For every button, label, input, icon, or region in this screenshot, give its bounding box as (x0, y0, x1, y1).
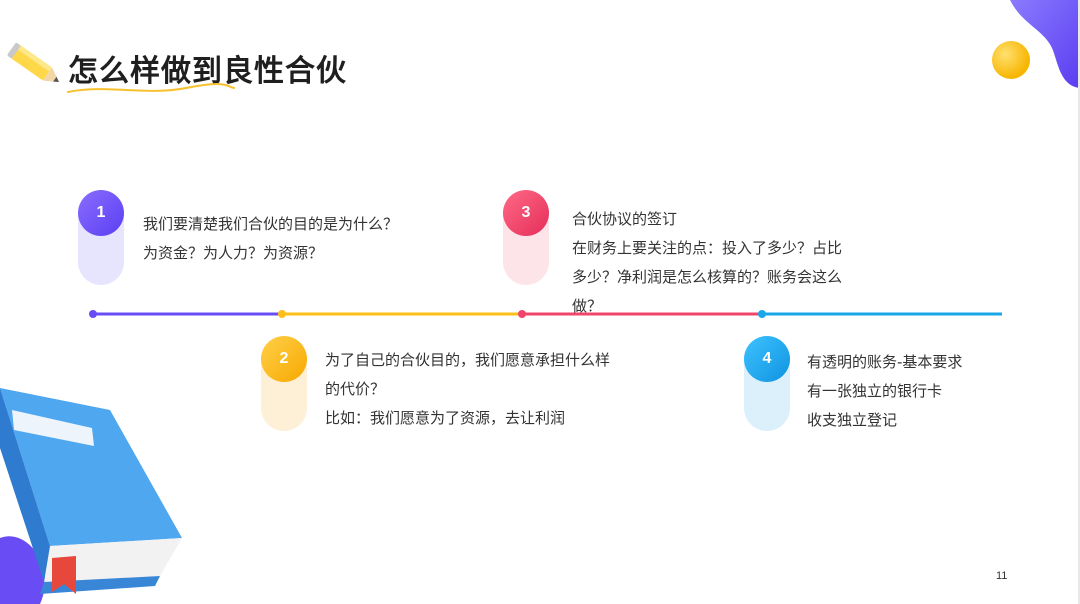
step-2-text: 为了自己的合伙目的，我们愿意承担什么样 的代价？ 比如：我们愿意为了资源，去让利… (325, 346, 610, 433)
page-number: 11 (996, 570, 1007, 582)
pencil-icon (6, 40, 66, 92)
title-underline (66, 80, 236, 98)
step-1-badge: 1 (78, 190, 124, 236)
book-icon (0, 388, 190, 604)
timeline (88, 307, 1008, 321)
step-3-text: 合伙协议的签订 在财务上要关注的点：投入了多少？占比 多少？净利润是怎么核算的？… (572, 205, 842, 321)
step-3-badge: 3 (503, 190, 549, 236)
step-4-text: 有透明的账务-基本要求 有一张独立的银行卡 收支独立登记 (807, 348, 962, 435)
step-4-badge: 4 (744, 336, 790, 382)
step-2-badge: 2 (261, 336, 307, 382)
step-1-text: 我们要清楚我们合伙的目的是为什么？ 为资金？为人力？为资源？ (143, 210, 398, 268)
sun-decoration (992, 41, 1030, 79)
